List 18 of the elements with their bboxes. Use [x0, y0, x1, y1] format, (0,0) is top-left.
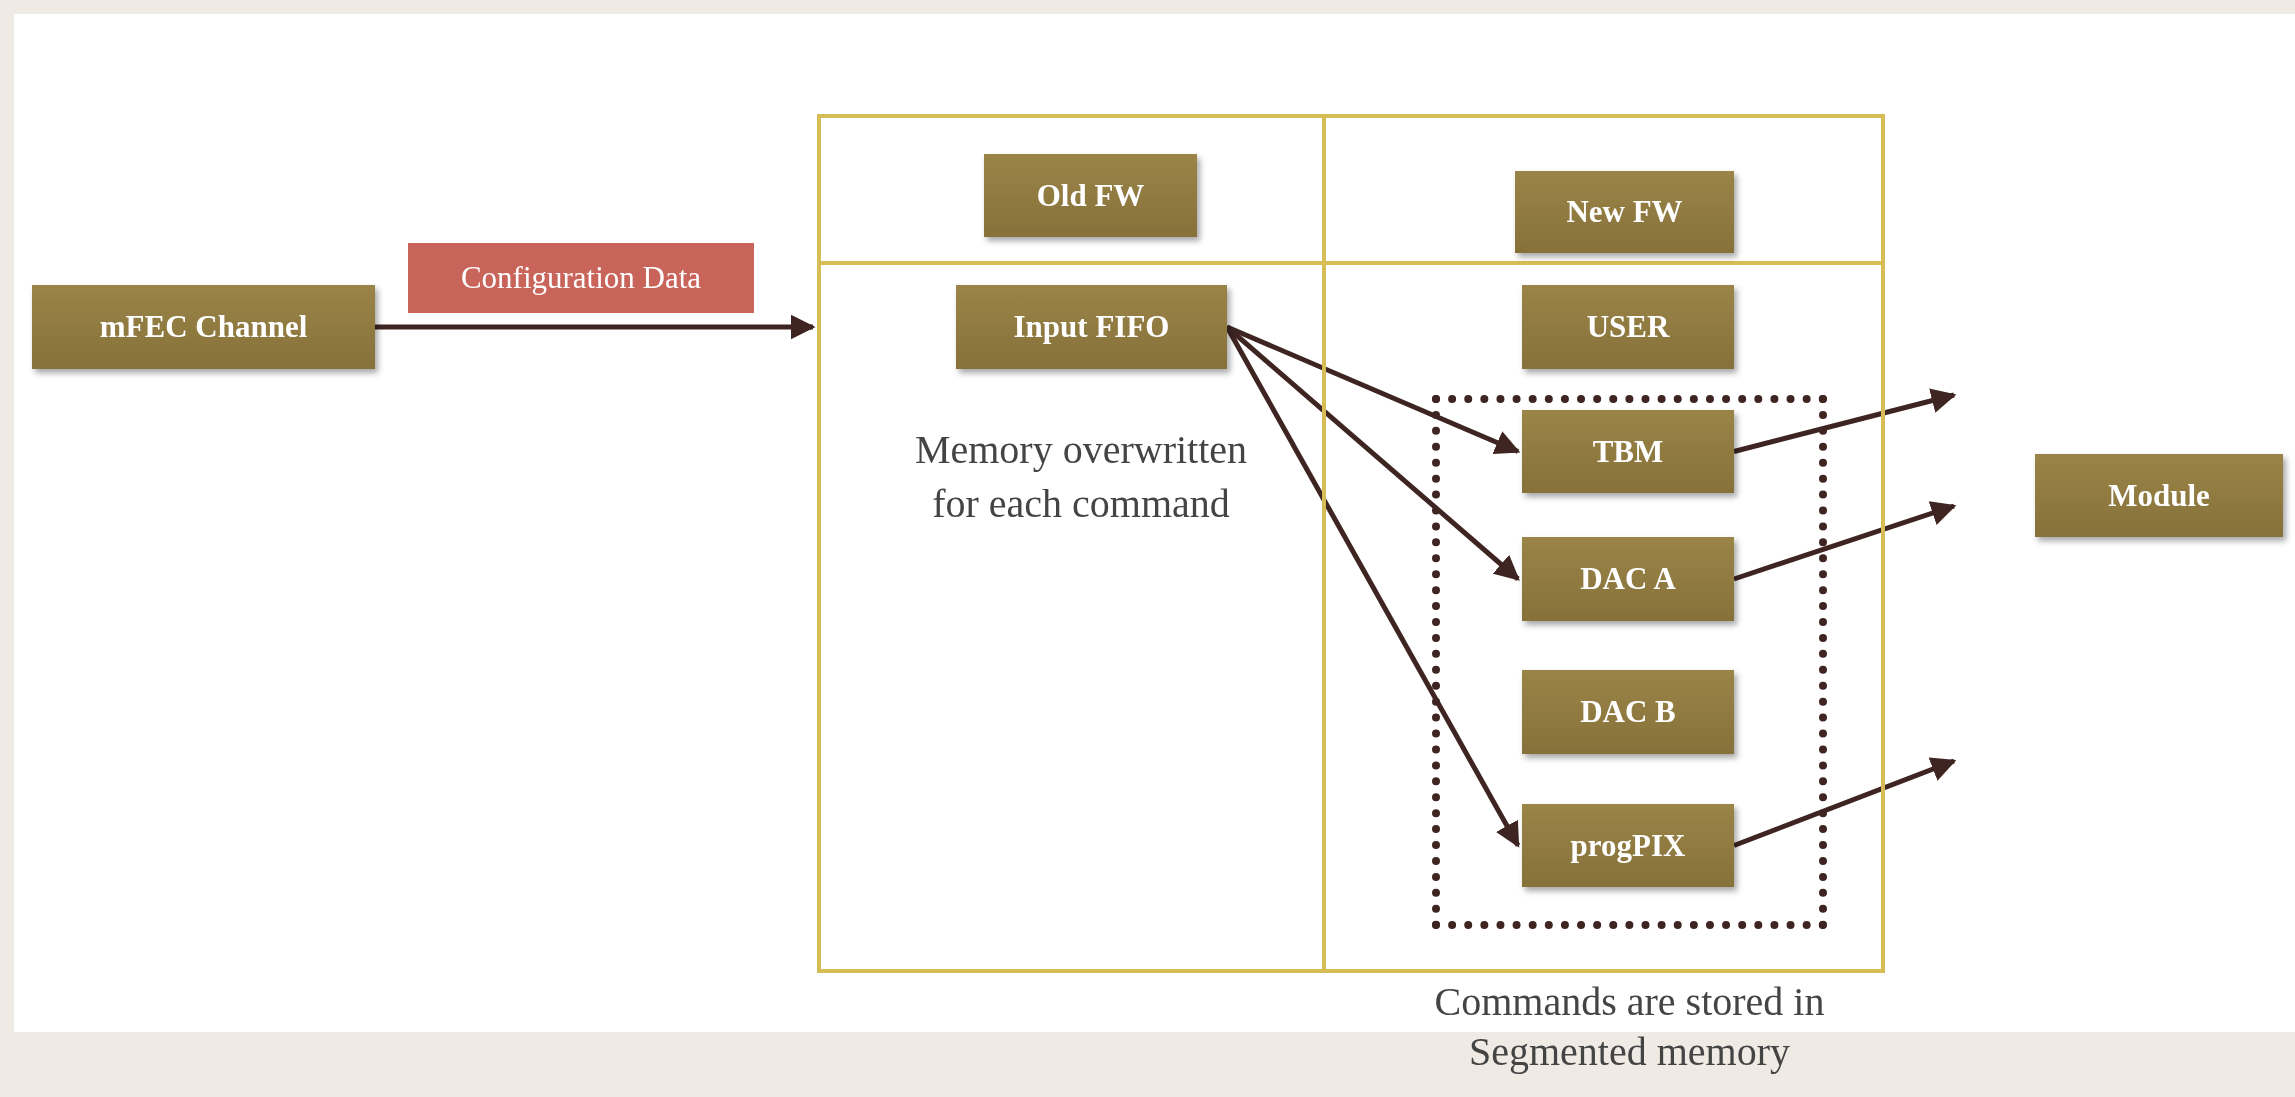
- process-box: mFEC Channel: [32, 285, 375, 369]
- process-box: progPIX: [1522, 804, 1734, 887]
- arrow: [1733, 757, 1957, 848]
- arrow: [1226, 324, 1521, 455]
- arrow: [1733, 388, 1957, 454]
- note-text: Memory overwritten for each command: [913, 426, 1249, 528]
- caption-text: Commands are stored in Segmented memory: [1433, 978, 1826, 1076]
- process-box: Input FIFO: [956, 285, 1227, 369]
- process-box: USER: [1522, 285, 1734, 369]
- arrow: [375, 314, 816, 340]
- process-box: Module: [2035, 454, 2283, 537]
- process-box: New FW: [1515, 171, 1734, 253]
- process-box: TBM: [1522, 410, 1734, 493]
- process-box: DAC B: [1522, 670, 1734, 754]
- process-box: DAC A: [1522, 537, 1734, 621]
- process-box: Old FW: [984, 154, 1197, 237]
- arrow: [1733, 501, 1957, 582]
- edge-label: Configuration Data: [408, 243, 754, 313]
